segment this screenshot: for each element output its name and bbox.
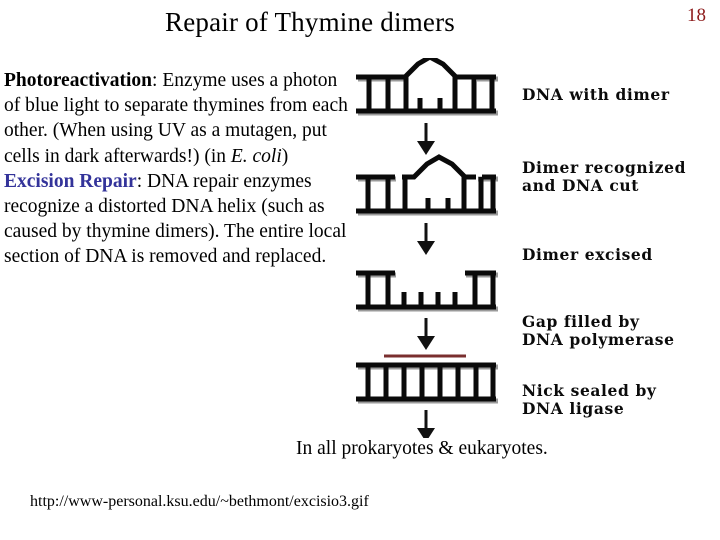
- body-paragraph: Photoreactivation: Enzyme uses a photon …: [4, 68, 352, 270]
- excision-repair-description: : DNA repair enzymes recognize a distort…: [4, 170, 347, 268]
- stage-label-dna-with-dimer: DNA with dimer: [522, 85, 670, 104]
- dna-repair-figure: [348, 58, 720, 438]
- species-name-e-coli: E. coli: [230, 145, 282, 167]
- photoreactivation-description-part1: : Enzyme uses a photon of blue light to …: [4, 70, 348, 167]
- diagram-stage-gap-filled: [356, 354, 498, 404]
- excision-repair-term: Excision Repair: [4, 170, 137, 192]
- flow-arrow-4: [417, 410, 435, 438]
- stage-label-gap-filled: Gap filled by DNA polymerase: [522, 312, 675, 349]
- stage-label-nick-sealed: Nick sealed by DNA ligase: [522, 381, 657, 418]
- dna-repair-diagram-svg: [356, 58, 498, 438]
- prokaryotes-eukaryotes-note: In all prokaryotes & eukaryotes.: [296, 438, 548, 459]
- flow-arrow-3: [417, 318, 435, 350]
- page-title: Repair of Thymine dimers: [165, 7, 455, 37]
- diagram-stage-dna-with-dimer: [356, 58, 498, 116]
- stage-label-dimer-excised: Dimer excised: [522, 245, 653, 264]
- slide-number: 18: [687, 5, 706, 26]
- top-strand-dimer-fragment: [402, 154, 476, 180]
- photoreactivation-description-part2: ): [281, 145, 289, 167]
- diagram-stage-dimer-excised: [356, 270, 498, 312]
- stage-label-dimer-recognized-cut: Dimer recognized and DNA cut: [522, 158, 687, 195]
- exposed-bases-in-gap: [401, 292, 458, 307]
- flow-arrow-2: [417, 223, 435, 255]
- top-strand-with-dimer-peak: [356, 58, 496, 80]
- diagram-stage-dimer-recognized-cut: [356, 154, 498, 216]
- photoreactivation-term: Photoreactivation: [4, 70, 153, 91]
- flow-arrow-1: [417, 123, 435, 155]
- source-url-text: http://www-personal.ksu.edu/~bethmont/ex…: [30, 493, 369, 510]
